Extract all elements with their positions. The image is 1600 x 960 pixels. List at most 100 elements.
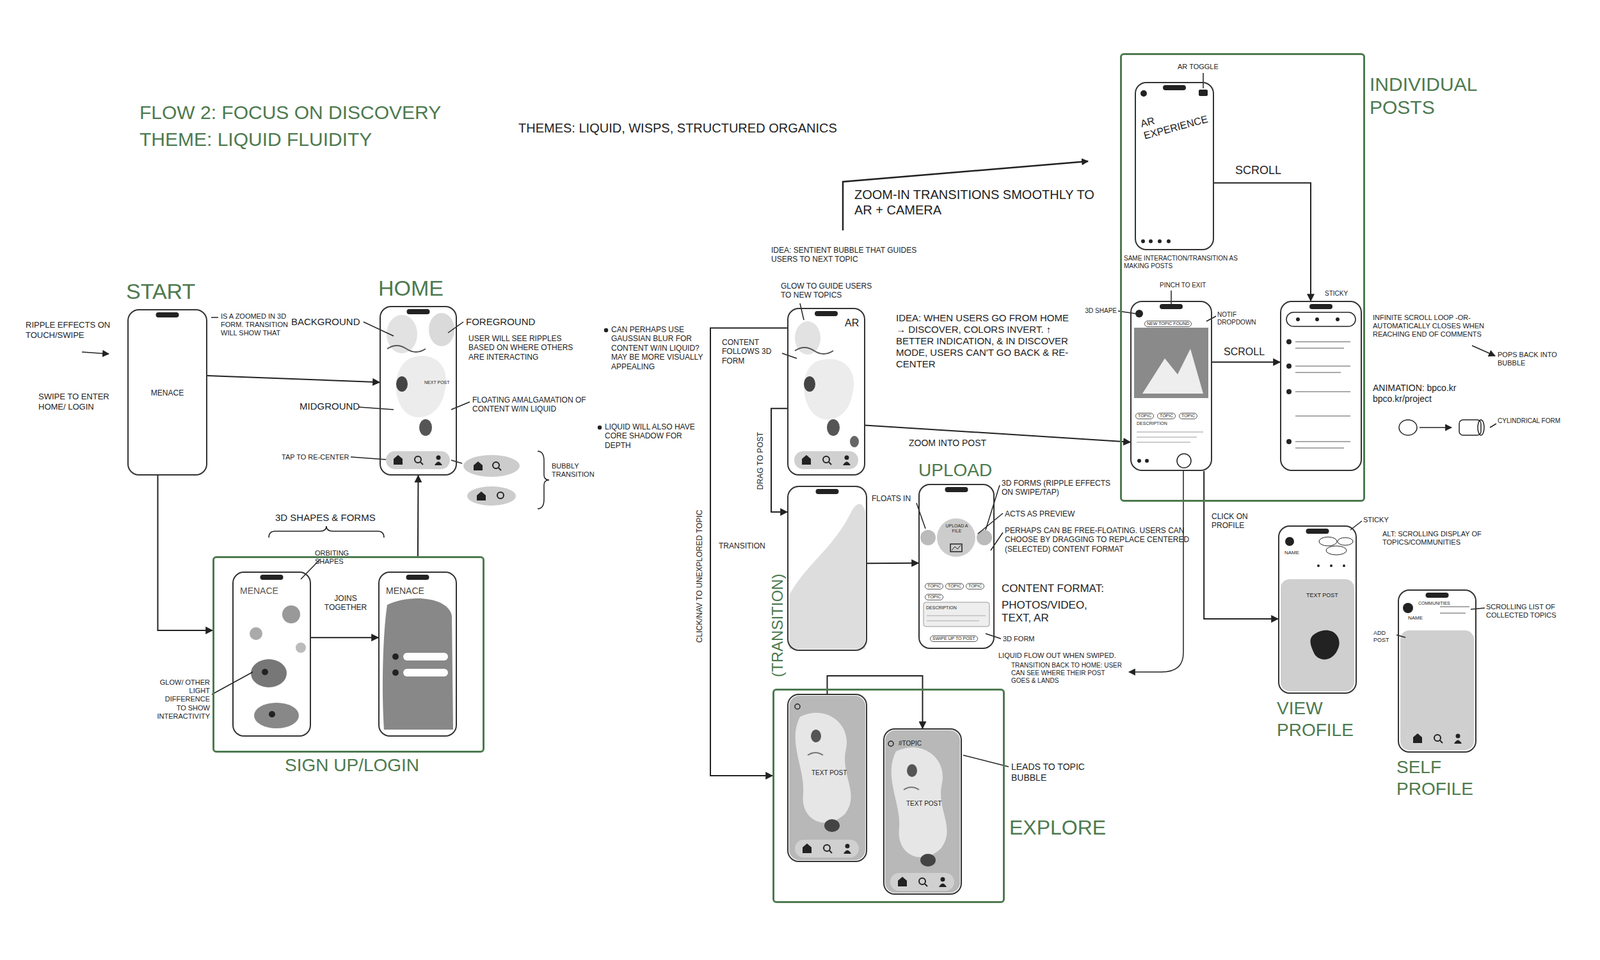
profile-screens-part	[1342, 564, 1346, 568]
text-slot: CONTENT FOLLOWS 3D FORM	[721, 337, 781, 366]
note-label: 3D SHAPES & FORMS	[275, 512, 391, 524]
flow-arrow	[207, 375, 380, 383]
note-label: THEMES: LIQUID, WISPS, STRUCTURED ORGANI…	[518, 120, 980, 136]
text-slot: SAME INTERACTION/TRANSITION AS MAKING PO…	[1123, 254, 1252, 271]
edge-label: JOINS TOGETHER	[316, 593, 376, 613]
note-label: POPS BACK INTO BUBBLE	[1497, 350, 1581, 368]
profile-screens-part	[1285, 536, 1295, 546]
post-screens-part	[1477, 419, 1485, 436]
leader-lines-part	[782, 353, 797, 359]
text-slot: UPLOAD A FILE	[941, 523, 973, 535]
leader-lines-part	[985, 633, 1001, 639]
profile-screens-part	[1329, 564, 1333, 568]
text-slot: POPS BACK INTO BUBBLE	[1497, 350, 1581, 368]
post-screens-part	[1286, 363, 1292, 369]
text-slot: (TRANSITION)	[768, 573, 788, 677]
leader-lines-part	[211, 316, 219, 319]
screen-text: VIEW PROFILE	[1276, 697, 1367, 741]
note-label: BACKGROUND	[291, 316, 363, 328]
post-screens-part	[1295, 448, 1344, 449]
transition-liquid-part	[789, 504, 866, 649]
explore-liquid	[789, 695, 960, 893]
home-liquid-part	[396, 355, 447, 418]
text-slot: DRAG TO POST	[755, 432, 765, 490]
note-label: PINCH TO EXIT	[1159, 281, 1218, 290]
text-slot: AR TOGGLE	[1177, 62, 1229, 72]
flow-arrow	[867, 562, 919, 565]
leader-lines-part	[81, 352, 109, 354]
text-slot: TOPIC	[1135, 408, 1154, 420]
text-slot: AR	[844, 316, 863, 329]
text-slot: DESCRIPTION	[926, 605, 989, 611]
home-liquid-part	[387, 345, 426, 352]
post-screens-part	[1136, 437, 1197, 438]
text-slot: DESCRIPTION	[1136, 421, 1201, 427]
screen-text: #TOPIC	[898, 739, 939, 748]
text-slot: BACKGROUND	[291, 316, 363, 328]
flow-arrow	[771, 408, 788, 512]
post-screens-part	[1142, 348, 1204, 394]
screen-text: NAME	[1408, 615, 1437, 622]
post-screens-part	[1134, 327, 1209, 399]
text-slot: LEADS TO TOPIC BUBBLE	[1011, 761, 1095, 784]
screen-heading: START	[126, 278, 235, 305]
upload-forms-part	[926, 620, 980, 622]
upload-forms-part	[920, 529, 936, 546]
note-label: ALT: SCROLLING DISPLAY OF TOPICS/COMMUNI…	[1382, 529, 1511, 547]
login-shapes-part	[282, 605, 301, 624]
bubbly-nav	[451, 451, 550, 509]
text-slot: FLOATING AMALGAMATION OF CONTENT W/IN LI…	[472, 395, 591, 415]
home-liquid	[385, 312, 455, 470]
flow-arrow	[417, 475, 420, 557]
leader-lines-part	[985, 485, 1000, 530]
transition-liquid	[789, 504, 866, 649]
text-slot: THEME: LIQUID FLUIDITY	[139, 128, 550, 152]
phone-screen: (TRANSITION)	[787, 485, 868, 651]
text-slot: CLICK/NAV TO UNEXPLORED TOPIC	[695, 509, 704, 643]
post-screens-part	[1144, 458, 1149, 463]
note-label: USER WILL SEE RIPPLES BASED ON WHERE OTH…	[468, 334, 581, 362]
flow-arrow	[710, 327, 788, 776]
discover-liquid-part	[849, 435, 859, 448]
text-slot: TEXT POST	[811, 769, 853, 777]
text-slot: TRANSITION BACK TO HOME: USER CAN SEE WH…	[1011, 661, 1124, 685]
text-slot: FOREGROUND	[465, 316, 550, 328]
text-slot: THEMES: LIQUID, WISPS, STRUCTURED ORGANI…	[518, 120, 980, 136]
text-slot: 3D FORM	[1002, 634, 1055, 644]
post-screens-part	[1148, 239, 1153, 244]
screen-heading: UPLOAD	[918, 459, 1021, 482]
post-screens-part	[1140, 90, 1147, 97]
screen-text: TEXT POST	[1306, 592, 1349, 600]
leader-lines-part	[963, 755, 1009, 767]
screen-text: TOPIC	[1135, 412, 1154, 420]
explore-liquid-part	[888, 741, 894, 747]
phone-notches-part	[406, 574, 430, 580]
screen-text: NEXT POST	[424, 380, 454, 386]
screen-heading: (TRANSITION)	[768, 573, 788, 677]
note-label: ANIMATION: bpco.kr bpco.kr/project	[1372, 382, 1495, 405]
note-label: FLOATING AMALGAMATION OF CONTENT W/IN LI…	[472, 395, 591, 415]
discover-liquid	[794, 321, 859, 470]
login-shapes-part	[295, 642, 306, 653]
note-label: PHOTOS/VIDEO, TEXT, AR	[1001, 599, 1098, 626]
login-shapes-part	[249, 627, 263, 640]
bubbly-nav-part	[497, 492, 504, 499]
text-slot: LIQUID FLOW OUT WHEN SWIPED.	[998, 651, 1127, 660]
screen-text: NEW TOPIC FOUND	[1144, 320, 1192, 328]
post-screens-part	[1136, 432, 1204, 433]
leader-lines-part	[604, 328, 608, 333]
note-label: STICKY	[1363, 515, 1402, 525]
note-label: LIQUID FLOW OUT WHEN SWIPED.	[998, 651, 1127, 660]
text-slot: CLICK ON PROFILE	[1211, 512, 1273, 531]
note-label: THEME: LIQUID FLUIDITY	[139, 128, 550, 152]
login-shapes-part	[268, 526, 384, 538]
text-slot: RIPPLE EFFECTS ON TOUCH/SWIPE	[25, 320, 116, 340]
leader-lines-part	[977, 513, 1003, 534]
screen-text: TEXT POST	[811, 769, 853, 777]
home-liquid-part	[419, 419, 432, 436]
text-slot: IDEA: SENTIENT BUBBLE THAT GUIDES USERS …	[771, 245, 932, 265]
screen-text: TOPIC	[1157, 412, 1176, 420]
phone-screen: STARTMENACE	[127, 309, 208, 476]
note-label: IDEA: SENTIENT BUBBLE THAT GUIDES USERS …	[771, 245, 932, 265]
note-label: ADD POST	[1373, 629, 1396, 644]
